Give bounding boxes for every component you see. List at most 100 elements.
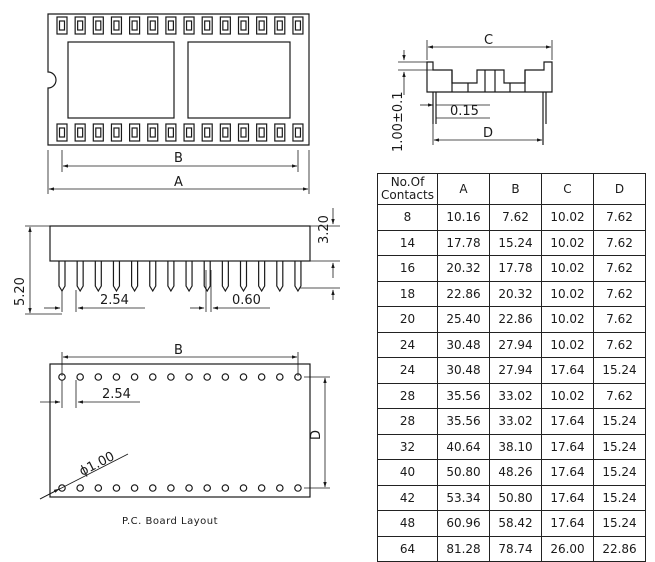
cell-b: 58.42 bbox=[489, 510, 542, 537]
pin-contact bbox=[110, 16, 123, 35]
cell-contacts: 18 bbox=[377, 280, 438, 307]
cell-a: 35.56 bbox=[437, 408, 490, 435]
pcb-hole bbox=[221, 484, 230, 492]
cell-b: 48.26 bbox=[489, 459, 542, 486]
cell-b: 33.02 bbox=[489, 408, 542, 435]
lead-pin bbox=[185, 261, 193, 293]
cell-d: 15.24 bbox=[593, 484, 646, 511]
lead-pin bbox=[276, 261, 284, 293]
pin-contact bbox=[165, 16, 177, 35]
pin-contact bbox=[56, 123, 68, 142]
cell-d: 15.24 bbox=[593, 433, 646, 460]
pcb-holes-upper bbox=[58, 373, 302, 381]
pcb-hole bbox=[239, 373, 248, 381]
cell-contacts: 20 bbox=[377, 306, 438, 333]
cell-b: 33.02 bbox=[489, 382, 542, 409]
lead-pin bbox=[94, 261, 102, 293]
cell-b: 20.32 bbox=[489, 280, 542, 307]
side-view bbox=[25, 208, 340, 315]
lead-pin bbox=[149, 261, 157, 293]
cell-c: 10.02 bbox=[541, 382, 594, 409]
pcb-layout bbox=[39, 352, 330, 500]
cell-b: 50.80 bbox=[489, 484, 542, 511]
pcb-outline bbox=[49, 363, 311, 498]
pin-contact bbox=[274, 123, 286, 142]
side-lead-width-label: 0.60 bbox=[232, 293, 261, 308]
cell-a: 25.40 bbox=[437, 306, 490, 333]
lead-pin bbox=[58, 261, 66, 293]
pin-contact bbox=[274, 16, 286, 35]
pcb-hole bbox=[167, 373, 175, 381]
cell-contacts: 42 bbox=[377, 484, 438, 511]
cell-d: 22.86 bbox=[593, 535, 646, 562]
pcb-hole bbox=[294, 484, 302, 492]
pin-contact bbox=[237, 16, 250, 35]
side-pins bbox=[58, 261, 302, 293]
cell-contacts: 40 bbox=[377, 459, 438, 486]
lead-pin bbox=[294, 261, 302, 293]
pin-contact bbox=[219, 16, 231, 35]
pin-contact bbox=[183, 16, 195, 35]
cell-a: 40.64 bbox=[437, 433, 490, 460]
pcb-pitch-label: 2.54 bbox=[102, 387, 131, 402]
pin-contact bbox=[147, 16, 159, 35]
side-lead-length-label: 5.20 bbox=[13, 277, 28, 306]
cell-d: 15.24 bbox=[593, 357, 646, 384]
top-dim-a-label: A bbox=[174, 175, 183, 190]
pin-contact bbox=[74, 16, 86, 35]
cell-d: 7.62 bbox=[593, 306, 646, 333]
pcb-hole bbox=[257, 373, 266, 381]
cell-a: 10.16 bbox=[437, 204, 490, 231]
cell-c: 10.02 bbox=[541, 255, 594, 282]
cell-b: 7.62 bbox=[489, 204, 542, 231]
cell-d: 7.62 bbox=[593, 204, 646, 231]
pcb-hole bbox=[275, 373, 284, 381]
cell-c: 10.02 bbox=[541, 280, 594, 307]
pcb-hole bbox=[275, 484, 284, 492]
header-contacts: No.Of Contacts bbox=[377, 173, 438, 205]
pin-contact bbox=[237, 123, 250, 142]
socket-window-left bbox=[67, 41, 175, 119]
end-offset-label: 1.00±0.1 bbox=[391, 91, 406, 152]
pcb-holes-lower bbox=[58, 484, 302, 492]
socket-side-body bbox=[49, 225, 311, 262]
cell-b: 27.94 bbox=[489, 331, 542, 358]
pcb-hole bbox=[203, 484, 212, 492]
pcb-hole bbox=[112, 373, 121, 381]
cell-a: 60.96 bbox=[437, 510, 490, 537]
pin-contact bbox=[292, 16, 304, 35]
technical-drawing: B A 3.20 5.20 2.54 0.60 bbox=[13, 13, 553, 527]
cell-a: 30.48 bbox=[437, 331, 490, 358]
pin-contact bbox=[201, 16, 213, 35]
cell-a: 50.80 bbox=[437, 459, 490, 486]
pcb-dim-d-label: D bbox=[309, 430, 324, 440]
header-d: D bbox=[593, 173, 646, 205]
pin-contact bbox=[147, 123, 159, 142]
cell-b: 78.74 bbox=[489, 535, 542, 562]
socket-window-right bbox=[187, 41, 291, 119]
pin-contact bbox=[256, 123, 268, 142]
pin-contact bbox=[74, 123, 86, 142]
pcb-hole bbox=[167, 484, 175, 492]
cell-contacts: 28 bbox=[377, 408, 438, 435]
pcb-hole bbox=[185, 373, 193, 381]
top-pins-lower bbox=[56, 123, 304, 142]
cell-a: 20.32 bbox=[437, 255, 490, 282]
cell-b: 38.10 bbox=[489, 433, 542, 460]
pcb-hole bbox=[112, 484, 121, 492]
header-b: B bbox=[489, 173, 542, 205]
top-dim-b-label: B bbox=[174, 151, 183, 166]
cell-contacts: 16 bbox=[377, 255, 438, 282]
pin-contact bbox=[292, 123, 304, 142]
end-dim-d-label: D bbox=[483, 126, 493, 141]
pin-contact bbox=[183, 123, 195, 142]
